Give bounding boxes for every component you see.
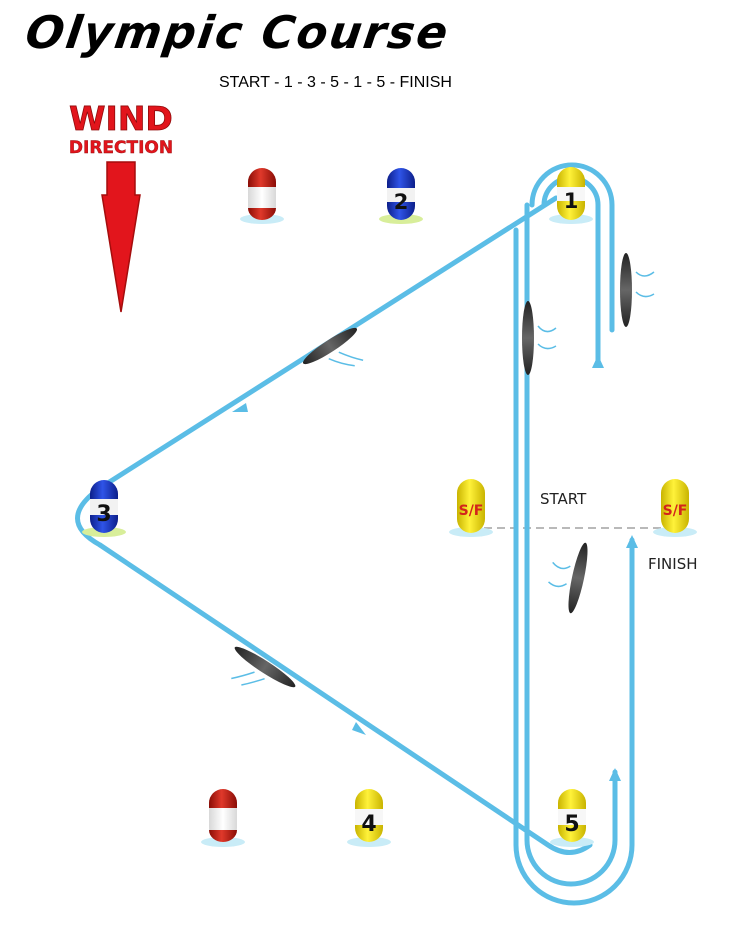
course-arrows xyxy=(232,355,638,781)
mark-1-label: 1 xyxy=(564,189,579,213)
mark-3-buoy: 3 xyxy=(82,480,126,537)
direction-label: DIRECTION xyxy=(69,138,173,158)
inner-loop xyxy=(524,202,618,887)
sf-right-label: S/F xyxy=(663,503,688,519)
wind-indicator: WIND DIRECTION xyxy=(69,99,173,313)
arrow-right-icon xyxy=(352,722,366,735)
wind-arrow-icon xyxy=(101,161,141,313)
start-label: START xyxy=(540,490,587,508)
mark-1-buoy: 1 xyxy=(549,167,593,224)
course-path xyxy=(75,162,635,906)
mark-3-label: 3 xyxy=(96,502,111,527)
arrow-up-icon xyxy=(592,355,604,368)
mark-4-buoy: 4 xyxy=(347,789,391,847)
route-sequence: START - 1 - 3 - 5 - 1 - 5 - FINISH xyxy=(219,74,452,91)
sf-left-label: S/F xyxy=(459,503,484,519)
arrow-left-icon xyxy=(232,403,248,412)
top-loop-outer xyxy=(529,162,615,333)
leg-3-to-5 xyxy=(97,542,593,855)
finish-label: FINISH xyxy=(648,555,698,573)
boat-icon xyxy=(620,253,655,327)
wind-label: WIND xyxy=(69,99,173,138)
outer-loop xyxy=(513,227,635,906)
arrow-up-icon xyxy=(626,535,638,548)
start-finish-buoy-right: S/F xyxy=(653,479,697,537)
boat-icon xyxy=(302,327,364,367)
mark-4-label: 4 xyxy=(361,812,376,837)
mark-5-buoy: 5 xyxy=(550,789,594,847)
buoy-red-top xyxy=(240,168,284,224)
buoy-red-bottom xyxy=(201,789,245,847)
boats xyxy=(231,253,655,688)
mark-2-label: 2 xyxy=(394,190,409,214)
arrow-up-icon xyxy=(609,768,621,781)
boat-icon xyxy=(231,646,296,688)
mark-5-label: 5 xyxy=(564,812,579,837)
mark-2-buoy: 2 xyxy=(379,168,423,224)
start-finish-buoy-left: S/F xyxy=(449,479,493,537)
boat-icon xyxy=(522,301,557,375)
boat-icon xyxy=(548,542,588,614)
